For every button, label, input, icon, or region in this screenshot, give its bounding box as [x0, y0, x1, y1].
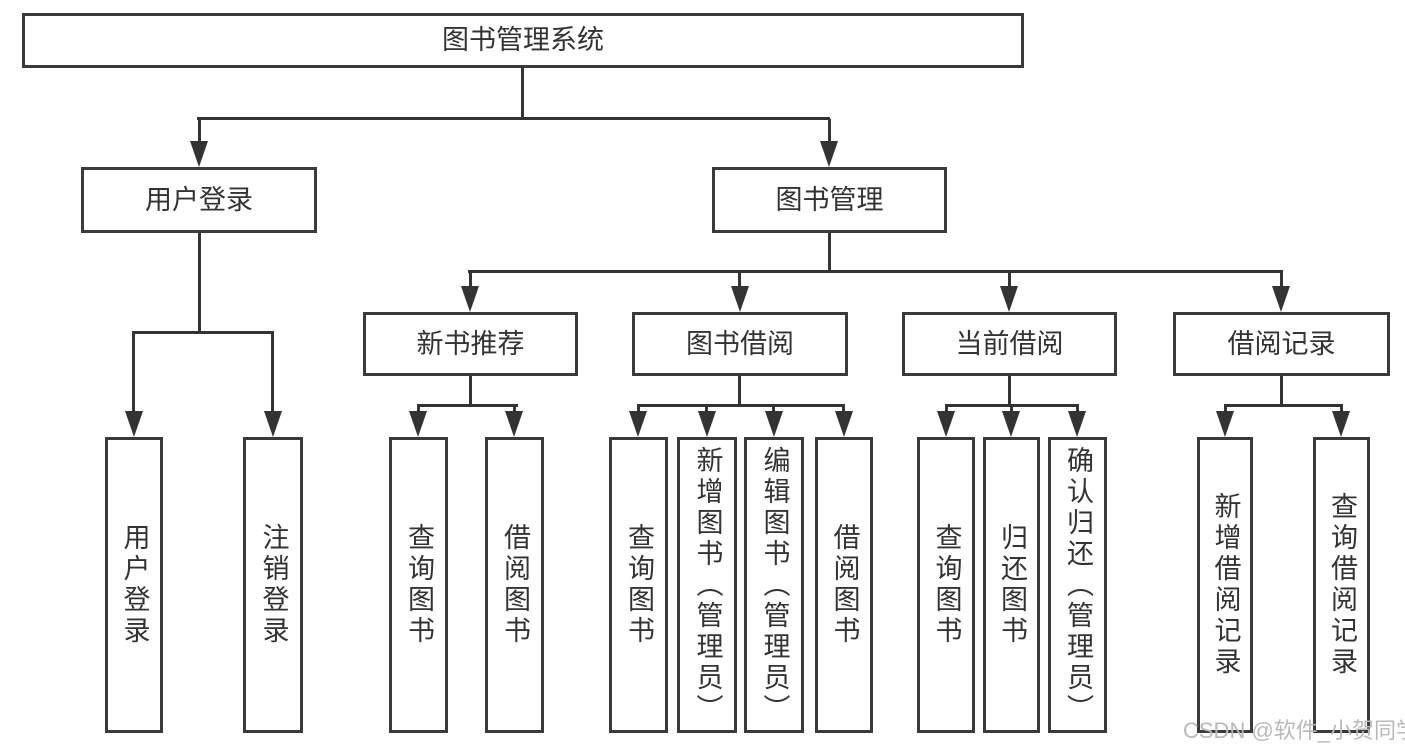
leaf-edit-book-admin-label: 编辑图书（管理员）: [759, 445, 790, 725]
leaf-user-login-label: 用户登录: [119, 523, 150, 647]
node-new-book-recommend-label: 新书推荐: [416, 328, 525, 359]
arrowhead-down-icon: [698, 411, 716, 437]
connector-leaf-stem: [513, 407, 516, 413]
connector-book-management-trunk: [828, 233, 831, 273]
arrowhead-down-icon: [1068, 411, 1086, 437]
arrowhead-down-icon: [937, 411, 955, 437]
leaf-query-borrow-record: 查询借阅记录: [1313, 437, 1370, 733]
arrowhead-down-icon: [765, 411, 783, 437]
arrowhead-down-icon: [1332, 411, 1350, 437]
connector-root-trunk: [521, 67, 524, 119]
node-current-borrow-label: 当前借阅: [955, 328, 1064, 359]
leaf-borrow-book-recommend: 借阅图书: [485, 437, 544, 733]
connector-borrow-record-branch: [1224, 404, 1343, 407]
arrowhead-down-icon: [1000, 286, 1018, 312]
connector-leaf-stem: [705, 407, 708, 413]
connector-new-book-recommend-branch: [417, 404, 518, 407]
connector-level3-stem: [1280, 273, 1283, 289]
arrowhead-down-icon: [461, 286, 479, 312]
node-new-book-recommend: 新书推荐: [363, 312, 578, 376]
arrowhead-down-icon: [125, 411, 143, 437]
node-book-borrow: 图书借阅: [632, 312, 848, 376]
connector-leaf-stem: [637, 407, 640, 413]
connector-user-login-stem: [198, 119, 201, 143]
connector-level3-stem: [1008, 273, 1011, 289]
leaf-query-book-recommend: 查询图书: [389, 437, 448, 733]
connector-leaf-stem: [1224, 407, 1227, 413]
connector-user-login-trunk: [198, 233, 201, 333]
arrowhead-down-icon: [409, 411, 427, 437]
node-user-login: 用户登录: [81, 167, 317, 233]
node-root-label: 图书管理系统: [442, 25, 604, 55]
connector-leaf-stem: [772, 407, 775, 413]
leaf-user-login: 用户登录: [105, 437, 163, 733]
connector-root-branch: [197, 117, 830, 120]
leaf-logout-label: 注销登录: [258, 523, 289, 647]
leaf-confirm-return-admin: 确认归还（管理员）: [1048, 437, 1107, 733]
connector-leaf-stem: [842, 407, 845, 413]
arrowhead-down-icon: [190, 141, 208, 167]
connector-new-book-recommend-trunk: [469, 376, 472, 406]
connector-leaf-stem: [1340, 407, 1343, 413]
arrowhead-down-icon: [505, 411, 523, 437]
node-user-login-label: 用户登录: [145, 184, 253, 215]
node-current-borrow: 当前借阅: [902, 312, 1117, 376]
arrowhead-down-icon: [820, 141, 838, 167]
arrowhead-down-icon: [1216, 411, 1234, 437]
leaf-edit-book-admin: 编辑图书（管理员）: [744, 437, 804, 733]
leaf-query-book-current: 查询图书: [917, 437, 975, 733]
leaf-query-book-borrow: 查询图书: [609, 437, 668, 733]
leaf-logout: 注销登录: [243, 437, 303, 733]
leaf-return-book: 归还图书: [983, 437, 1040, 733]
leaf-query-borrow-record-label: 查询借阅记录: [1327, 492, 1357, 678]
node-book-management-label: 图书管理: [775, 184, 884, 215]
leaf-add-borrow-record-label: 新增借阅记录: [1210, 492, 1241, 678]
leaf-borrow-book-label: 借阅图书: [829, 523, 860, 647]
arrowhead-down-icon: [1272, 286, 1290, 312]
connector-borrow-record-trunk: [1280, 376, 1283, 406]
leaf-borrow-book-recommend-label: 借阅图书: [500, 523, 530, 647]
node-book-management: 图书管理: [712, 167, 947, 233]
connector-leaf-stem: [132, 334, 135, 412]
csdn-watermark: CSDN @软件_小贺同学: [1183, 718, 1405, 743]
connector-book-borrow-trunk: [738, 376, 741, 406]
connector-leaf-stem: [417, 407, 420, 413]
arrowhead-down-icon: [1002, 411, 1020, 437]
leaf-query-book-borrow-label: 查询图书: [624, 523, 654, 647]
node-book-borrow-label: 图书借阅: [686, 328, 794, 359]
leaf-query-book-recommend-label: 查询图书: [404, 523, 434, 647]
connector-book-borrow-branch: [637, 404, 845, 407]
arrowhead-down-icon: [835, 411, 853, 437]
node-borrow-record: 借阅记录: [1173, 312, 1390, 376]
connector-current-borrow-branch: [945, 404, 1079, 407]
node-borrow-record-label: 借阅记录: [1227, 328, 1336, 359]
connector-level3-stem: [738, 273, 741, 289]
leaf-add-book-admin-label: 新增图书（管理员）: [692, 445, 723, 725]
leaf-query-book-current-label: 查询图书: [931, 523, 962, 647]
connector-book-management-stem: [828, 119, 831, 143]
connector-book-management-branch: [468, 270, 1283, 273]
connector-leaf-stem: [1076, 407, 1079, 413]
leaf-add-book-admin: 新增图书（管理员）: [677, 437, 737, 733]
connector-level3-stem: [469, 273, 472, 289]
leaf-borrow-book: 借阅图书: [815, 437, 873, 733]
connector-leaf-stem: [271, 334, 274, 412]
connector-current-borrow-trunk: [1008, 376, 1011, 406]
connector-user-login-branch: [132, 331, 274, 334]
arrowhead-down-icon: [731, 286, 749, 312]
node-root: 图书管理系统: [22, 13, 1024, 68]
leaf-confirm-return-admin-label: 确认归还（管理员）: [1063, 445, 1093, 725]
arrowhead-down-icon: [264, 411, 282, 437]
arrowhead-down-icon: [629, 411, 647, 437]
leaf-add-borrow-record: 新增借阅记录: [1197, 437, 1253, 733]
connector-leaf-stem: [945, 407, 948, 413]
connector-leaf-stem: [1010, 407, 1013, 413]
leaf-return-book-label: 归还图书: [997, 523, 1027, 647]
